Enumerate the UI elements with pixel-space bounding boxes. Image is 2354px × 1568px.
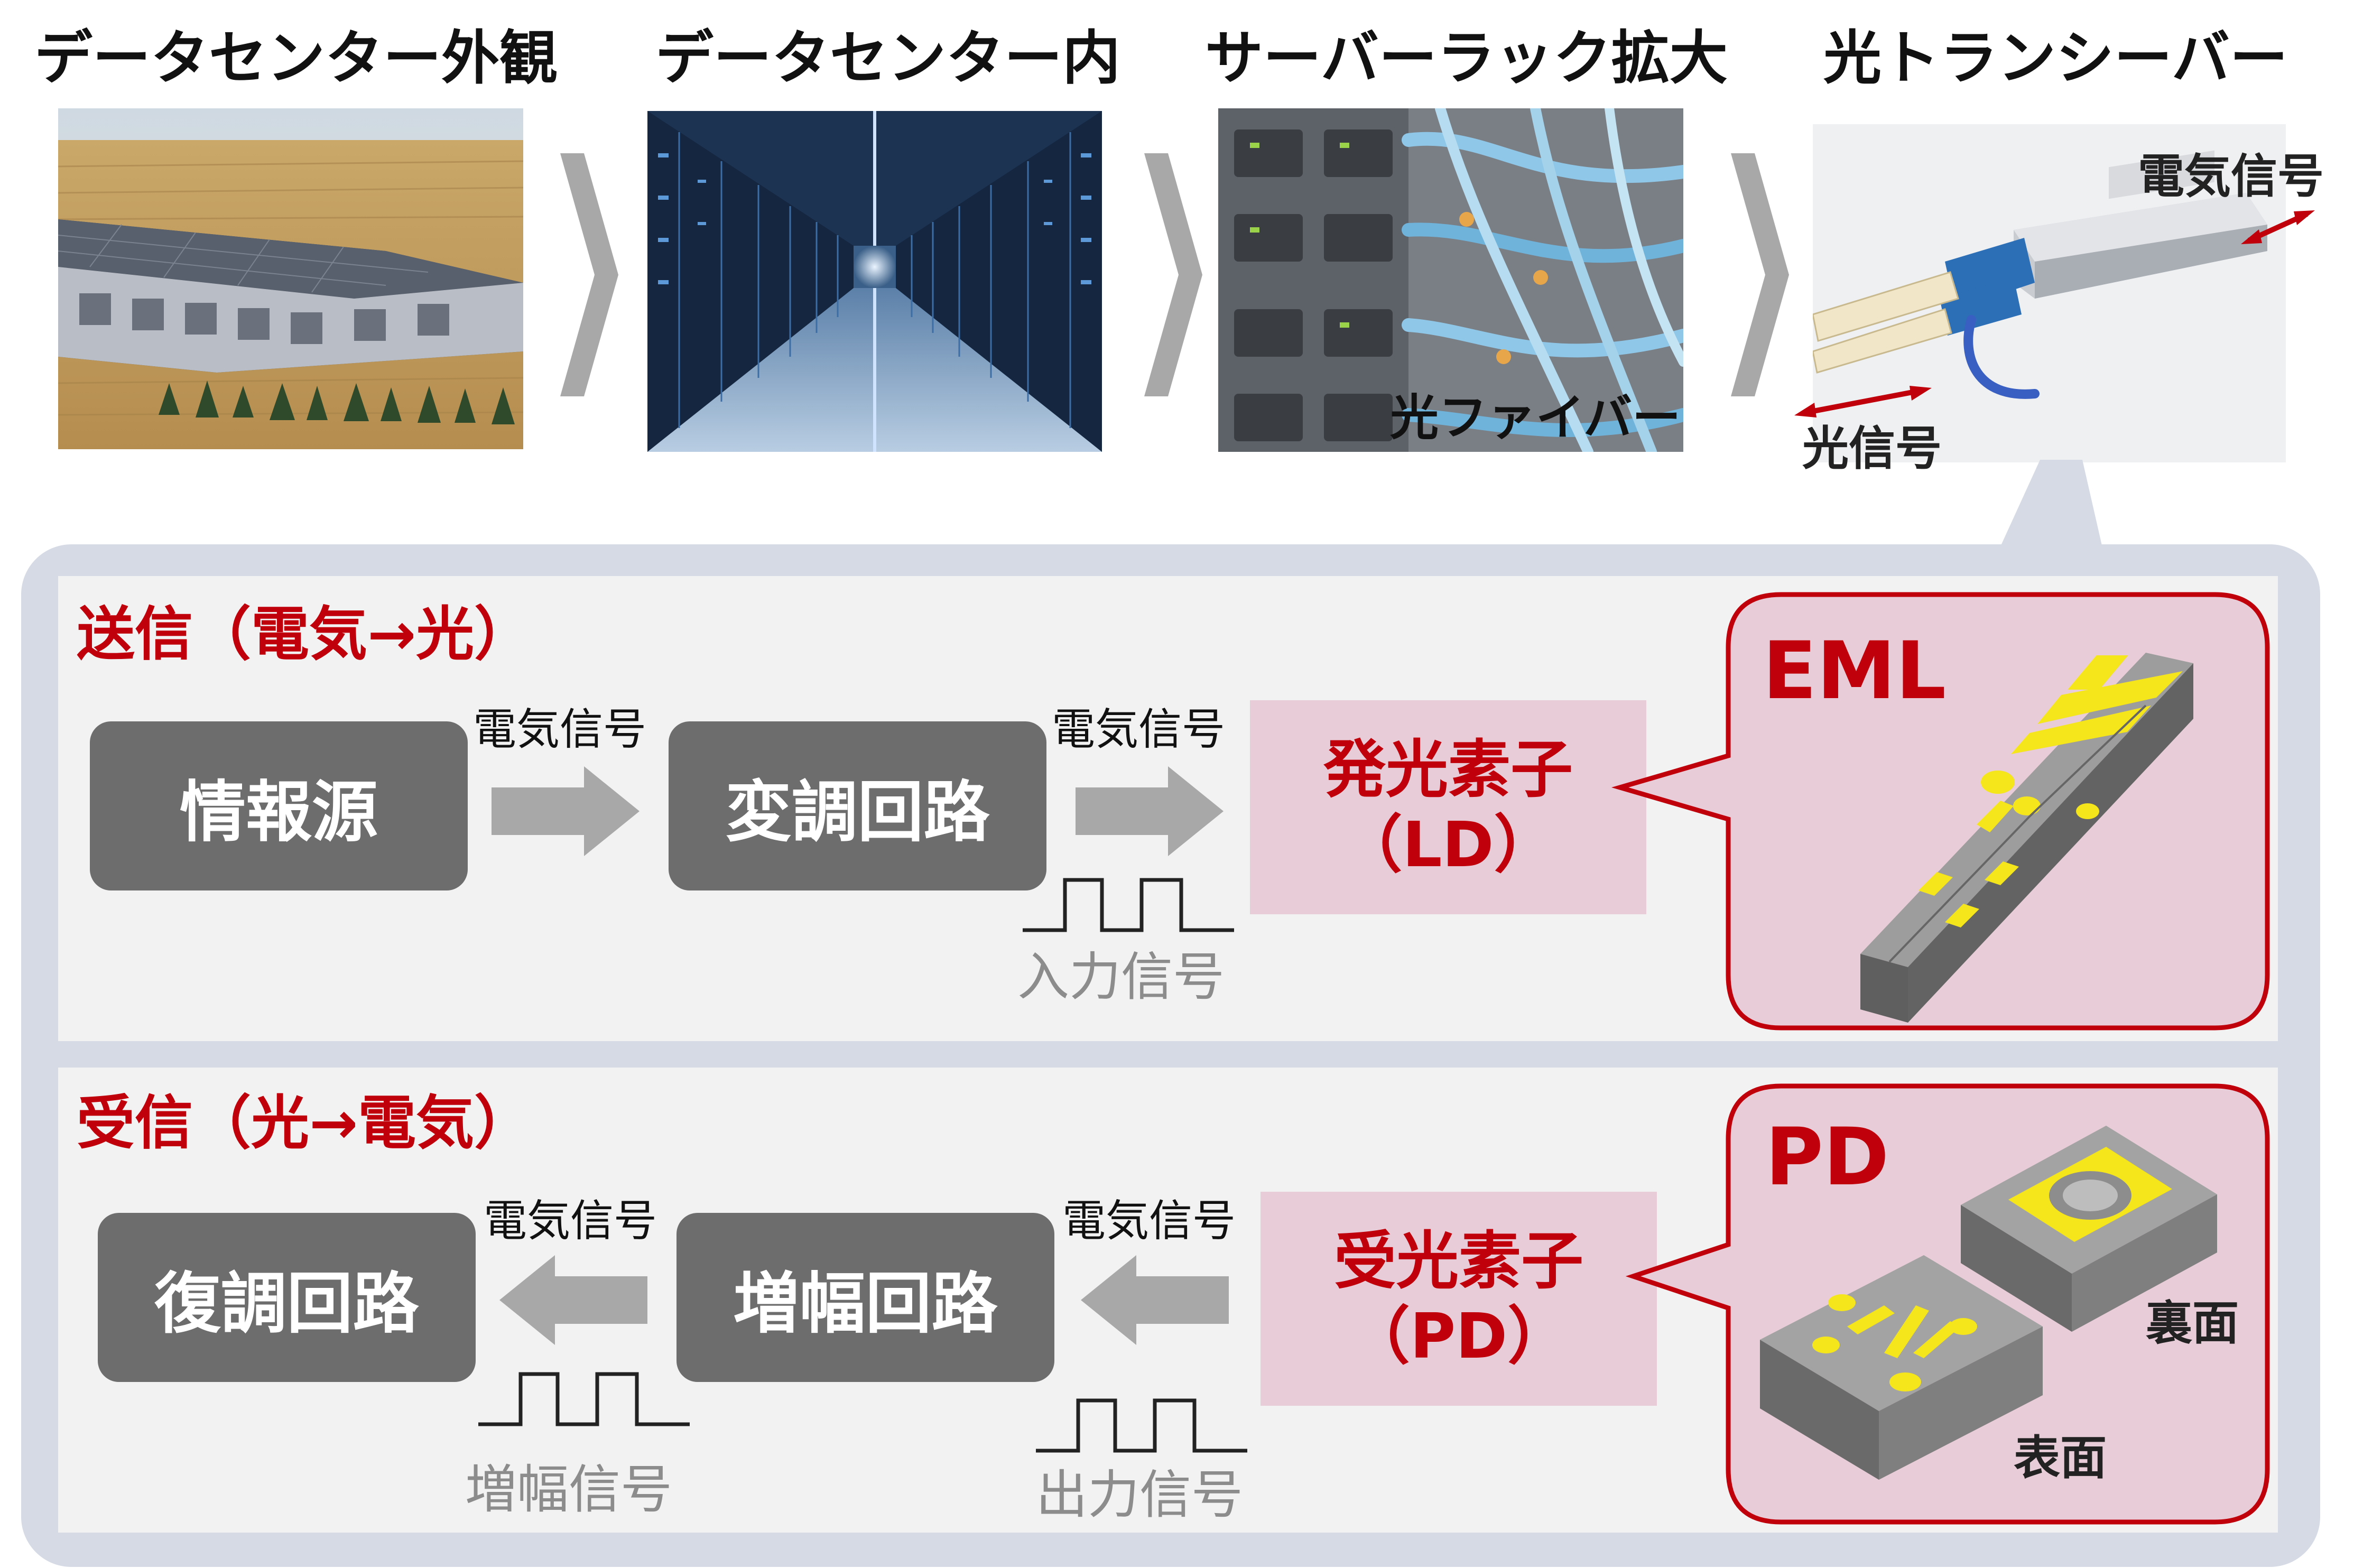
server-rack-image	[1218, 108, 1683, 452]
title-server-rack: サーバーラック拡大	[1205, 24, 1728, 92]
pulse-waveform-icon	[1023, 878, 1234, 932]
datacenter-interior-image	[647, 111, 1102, 452]
pd-back-chip-icon	[1961, 1126, 2217, 1332]
light-receiver-box: 受光素子 （PD）	[1261, 1192, 1657, 1406]
amplifier-circuit-box: 増幅回路	[676, 1213, 1054, 1382]
panel-pointer-icon	[1998, 460, 2103, 552]
chevron-arrow-icon	[560, 153, 618, 396]
double-arrow-icon	[2241, 210, 2315, 244]
receive-title: 受信（光→電気）	[77, 1089, 533, 1157]
right-arrow-icon	[1076, 766, 1224, 856]
pulse-waveform-icon	[478, 1372, 690, 1426]
optical-transceiver-image	[1813, 124, 2286, 462]
datacenter-exterior-image	[58, 108, 523, 449]
chevron-arrow-icon	[1144, 153, 1202, 396]
optical-fiber-label: 光ファイバー	[1390, 389, 1681, 446]
pd-label: （PD）	[1347, 1299, 1570, 1372]
electric-signal-label: 電気信号	[473, 704, 647, 755]
pd-front-chip-icon	[1760, 1255, 2043, 1480]
light-receiver-label: 受光素子	[1333, 1224, 1583, 1297]
eml-callout	[1611, 592, 2270, 1031]
transmit-title: 送信（電気→光）	[77, 600, 533, 668]
output-signal-label: 出力信号	[1036, 1465, 1244, 1525]
title-optical-transceiver: 光トランシーバー	[1823, 24, 2288, 92]
light-emitter-box: 発光素子 （LD）	[1250, 700, 1646, 914]
chevron-arrow-icon	[1731, 153, 1789, 396]
amplified-signal-label: 増幅信号	[465, 1460, 673, 1520]
pd-callout	[1625, 1083, 2270, 1525]
title-datacenter-exterior: データセンター外観	[34, 24, 558, 92]
front-side-label: 表面	[2014, 1431, 2107, 1485]
electric-signal-label: 電気信号	[1062, 1196, 1236, 1246]
title-datacenter-interior: データセンター内	[655, 24, 1120, 92]
modulation-circuit-box: 変調回路	[669, 721, 1046, 890]
back-side-label: 裏面	[2146, 1296, 2239, 1350]
demodulation-circuit-box: 復調回路	[98, 1213, 476, 1382]
light-emitter-label: 発光素子	[1323, 732, 1573, 806]
pulse-waveform-icon	[1036, 1398, 1247, 1453]
electric-signal-label: 電気信号	[1052, 704, 1226, 755]
information-source-box: 情報源	[90, 721, 468, 890]
right-arrow-icon	[492, 766, 640, 856]
input-signal-label: 入力信号	[1017, 947, 1225, 1007]
left-arrow-icon	[499, 1255, 647, 1345]
ld-label: （LD）	[1340, 808, 1556, 881]
eml-title: EML	[1763, 625, 1947, 717]
electric-signal-label: 電気信号	[2138, 149, 2324, 203]
left-arrow-icon	[1081, 1255, 1229, 1345]
electric-signal-label: 電気信号	[484, 1196, 657, 1246]
double-arrow-icon	[1794, 386, 1932, 417]
eml-chip-icon	[1860, 653, 2193, 1023]
pd-title: PD	[1765, 1111, 1889, 1203]
optical-signal-label: 光信号	[1802, 421, 1942, 476]
